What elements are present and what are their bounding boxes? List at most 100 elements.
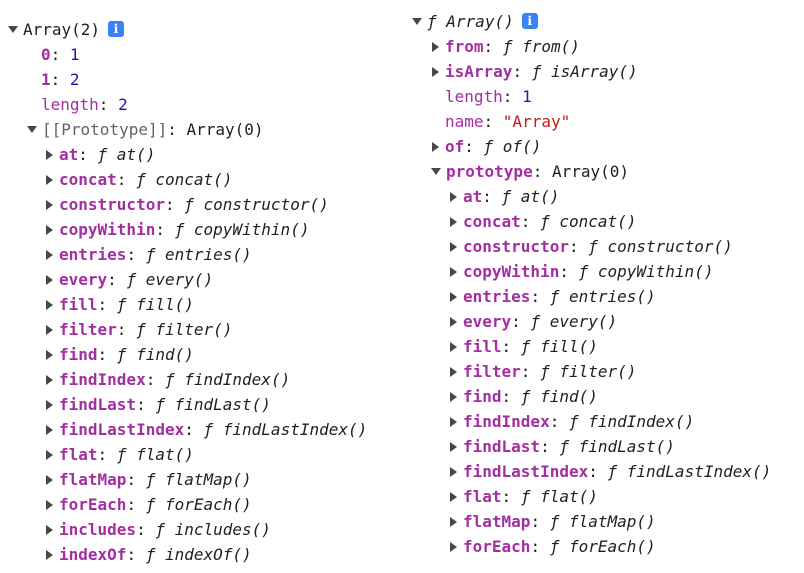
expand-closed-icon[interactable]	[450, 241, 457, 252]
method-row-findLastIndex[interactable]: findLastIndex: ƒ findLastIndex()	[449, 459, 771, 484]
expand-closed-icon[interactable]	[46, 199, 53, 210]
method-row-copyWithin[interactable]: copyWithin: ƒ copyWithin()	[449, 259, 713, 284]
method-row-forEach[interactable]: forEach: ƒ forEach()	[449, 534, 656, 559]
function-name: find()	[136, 345, 194, 364]
expand-closed-icon[interactable]	[46, 474, 53, 485]
expand-closed-icon[interactable]	[46, 449, 53, 460]
method-row-concat[interactable]: concat: ƒ concat()	[45, 167, 232, 192]
method-row-entries[interactable]: entries: ƒ entries()	[449, 284, 656, 309]
expand-closed-icon[interactable]	[46, 424, 53, 435]
function-name: of()	[502, 137, 542, 156]
method-row-findLast[interactable]: findLast: ƒ findLast()	[45, 392, 271, 417]
static-method-row[interactable]: from: ƒ from()	[431, 34, 580, 59]
method-row-findIndex[interactable]: findIndex: ƒ findIndex()	[45, 367, 290, 392]
method-row-concat[interactable]: concat: ƒ concat()	[449, 209, 636, 234]
length-row: length: 2	[41, 95, 128, 114]
expand-closed-icon[interactable]	[432, 41, 439, 52]
method-key: forEach	[59, 495, 127, 514]
method-row-forEach[interactable]: forEach: ƒ forEach()	[45, 492, 252, 517]
method-row-filter[interactable]: filter: ƒ filter()	[449, 359, 636, 384]
method-row-at[interactable]: at: ƒ at()	[449, 184, 559, 209]
method-row-find[interactable]: find: ƒ find()	[45, 342, 194, 367]
property-value: "Array"	[502, 112, 571, 131]
method-row-flatMap[interactable]: flatMap: ƒ flatMap()	[449, 509, 656, 534]
expand-closed-icon[interactable]	[450, 316, 457, 327]
expand-closed-icon[interactable]	[450, 216, 457, 227]
expand-closed-icon[interactable]	[450, 441, 457, 452]
function-header-row[interactable]: ƒ Array()i	[412, 9, 538, 34]
expand-closed-icon[interactable]	[46, 224, 53, 235]
function-name: forEach()	[164, 495, 252, 514]
array-item-row: 0: 1	[41, 45, 80, 64]
method-row-flat[interactable]: flat: ƒ flat()	[449, 484, 598, 509]
static-method-row[interactable]: isArray: ƒ isArray()	[431, 59, 638, 84]
expand-closed-icon[interactable]	[450, 391, 457, 402]
method-row-copyWithin[interactable]: copyWithin: ƒ copyWithin()	[45, 217, 309, 242]
expand-closed-icon[interactable]	[450, 341, 457, 352]
expand-closed-icon[interactable]	[46, 499, 53, 510]
expand-closed-icon[interactable]	[450, 466, 457, 477]
info-icon[interactable]: i	[108, 20, 125, 37]
method-row-fill[interactable]: fill: ƒ fill()	[449, 334, 598, 359]
expand-closed-icon[interactable]	[450, 541, 457, 552]
info-icon[interactable]: i	[521, 12, 538, 29]
expand-closed-icon[interactable]	[450, 366, 457, 377]
expand-closed-icon[interactable]	[450, 491, 457, 502]
property-key: isArray	[445, 62, 513, 81]
method-row-findIndex[interactable]: findIndex: ƒ findIndex()	[449, 409, 694, 434]
method-row-indexOf[interactable]: indexOf: ƒ indexOf()	[45, 542, 252, 567]
expand-closed-icon[interactable]	[46, 549, 53, 560]
prototype-row[interactable]: prototype: Array(0)	[431, 159, 629, 184]
method-row-every[interactable]: every: ƒ every()	[45, 267, 213, 292]
function-name: findLast()	[578, 437, 675, 456]
method-key: findIndex	[59, 370, 146, 389]
expand-closed-icon[interactable]	[450, 291, 457, 302]
function-name: constructor()	[607, 237, 733, 256]
expand-closed-icon[interactable]	[46, 249, 53, 260]
method-key: concat	[463, 212, 521, 231]
method-key: copyWithin	[463, 262, 560, 281]
function-name: flat()	[136, 445, 194, 464]
property-key: 0	[41, 45, 51, 64]
method-row-every[interactable]: every: ƒ every()	[449, 309, 617, 334]
array-header-row[interactable]: Array(2)i	[8, 17, 125, 42]
expand-closed-icon[interactable]	[46, 399, 53, 410]
expand-closed-icon[interactable]	[46, 374, 53, 385]
method-row-findLast[interactable]: findLast: ƒ findLast()	[449, 434, 675, 459]
method-row-constructor[interactable]: constructor: ƒ constructor()	[449, 234, 733, 259]
prototype-row[interactable]: [[Prototype]]: Array(0)	[27, 117, 264, 142]
expand-closed-icon[interactable]	[46, 299, 53, 310]
method-row-fill[interactable]: fill: ƒ fill()	[45, 292, 194, 317]
method-row-flatMap[interactable]: flatMap: ƒ flatMap()	[45, 467, 252, 492]
expand-closed-icon[interactable]	[46, 149, 53, 160]
static-method-row[interactable]: of: ƒ of()	[431, 134, 541, 159]
method-row-constructor[interactable]: constructor: ƒ constructor()	[45, 192, 329, 217]
method-row-findLastIndex[interactable]: findLastIndex: ƒ findLastIndex()	[45, 417, 367, 442]
expand-closed-icon[interactable]	[450, 191, 457, 202]
expand-closed-icon[interactable]	[46, 174, 53, 185]
method-row-filter[interactable]: filter: ƒ filter()	[45, 317, 232, 342]
method-row-at[interactable]: at: ƒ at()	[45, 142, 155, 167]
method-row-find[interactable]: find: ƒ find()	[449, 384, 598, 409]
method-row-flat[interactable]: flat: ƒ flat()	[45, 442, 194, 467]
expand-closed-icon[interactable]	[46, 324, 53, 335]
method-key: at	[463, 187, 483, 206]
prototype-value: Array(0)	[186, 120, 264, 139]
expand-open-icon[interactable]	[431, 168, 441, 175]
function-name: at()	[116, 145, 156, 164]
function-header-label: Array()	[446, 12, 514, 31]
expand-closed-icon[interactable]	[432, 66, 439, 77]
expand-closed-icon[interactable]	[46, 349, 53, 360]
expand-closed-icon[interactable]	[46, 524, 53, 535]
method-row-entries[interactable]: entries: ƒ entries()	[45, 242, 252, 267]
expand-closed-icon[interactable]	[450, 516, 457, 527]
function-name: findLast()	[174, 395, 271, 414]
expand-closed-icon[interactable]	[432, 141, 439, 152]
expand-closed-icon[interactable]	[450, 416, 457, 427]
expand-closed-icon[interactable]	[46, 274, 53, 285]
expand-closed-icon[interactable]	[450, 266, 457, 277]
expand-open-icon[interactable]	[8, 26, 18, 33]
expand-open-icon[interactable]	[27, 126, 37, 133]
expand-open-icon[interactable]	[412, 18, 422, 25]
method-row-includes[interactable]: includes: ƒ includes()	[45, 517, 271, 542]
